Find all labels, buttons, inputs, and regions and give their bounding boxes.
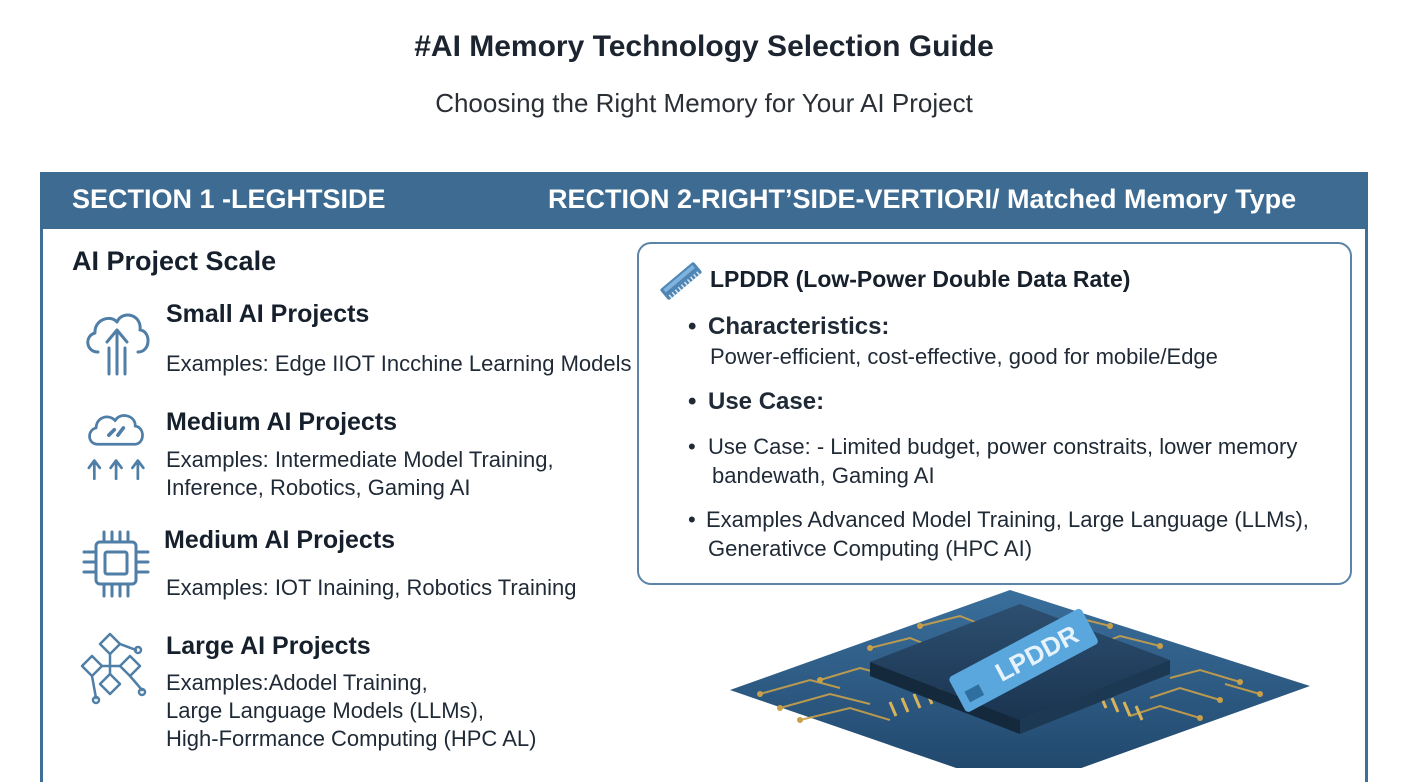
project-examples: Examples: Edge IIOT Incchine Learning Mo…	[166, 351, 632, 376]
project-name: Large AI Projects	[166, 632, 371, 660]
project-examples-line-2: Large Language Models (LLMs),	[166, 698, 484, 723]
bullet-dot: •	[688, 313, 697, 340]
project-item-medium: Medium AI Projects Examples: Intermediat…	[80, 408, 620, 500]
project-item-medium-2: Medium AI Projects Examples: IOT Inainin…	[80, 526, 620, 606]
section-header-bar	[40, 172, 1368, 229]
characteristics-text: Power-efficient, cost-effective, good fo…	[710, 344, 1218, 369]
use-case-label-text: Use Case:	[708, 388, 825, 415]
examples-line-1: Examples Advanced Model Training, Large …	[706, 507, 1309, 532]
bullet-dot: •	[688, 507, 696, 532]
cloud-upload-icon	[86, 313, 150, 376]
characteristics-label: • Characteristics:	[688, 312, 889, 341]
use-case-line-2: bandewath, Gaming AI	[712, 463, 935, 488]
project-examples-line-3: High-Forrmance Computing (HPC AL)	[166, 726, 537, 751]
project-item-small: Small AI Projects Examples: Edge IIOT In…	[80, 300, 632, 380]
examples-detail: • Examples Advanced Model Training, Large…	[688, 505, 1309, 534]
page-subtitle: Choosing the Right Memory for Your AI Pr…	[435, 88, 973, 118]
bullet-dot: •	[688, 388, 697, 415]
memory-stick-icon	[660, 262, 702, 300]
project-name: Medium AI Projects	[164, 526, 396, 554]
network-nodes-icon	[80, 632, 147, 705]
use-case-line-1: Use Case: - Limited budget, power constr…	[708, 434, 1298, 459]
project-scale-heading: AI Project Scale	[72, 246, 277, 276]
lpddr-chip-illustration: LPDDR	[730, 590, 1310, 768]
project-examples-line-1: Examples:Adodel Training,	[166, 670, 428, 695]
project-examples-line-1: Examples: Intermediate Model Training,	[166, 447, 554, 472]
section-2-label: RECTION 2-RIGHT’SIDE-VERTIORI/ Matched M…	[548, 184, 1297, 214]
processor-chip-icon	[82, 530, 150, 598]
project-name: Small AI Projects	[166, 300, 370, 328]
bullet-dot: •	[688, 434, 696, 459]
project-examples: Examples: IOT Inaining, Robotics Trainin…	[166, 575, 577, 600]
memory-type-card	[637, 242, 1352, 585]
use-case-detail: • Use Case: - Limited budget, power const…	[688, 432, 1297, 461]
guide-panel	[40, 172, 1368, 782]
page-title: #AI Memory Technology Selection Guide	[414, 30, 994, 63]
project-name: Medium AI Projects	[166, 408, 398, 436]
section-1-label: SECTION 1 -LEGHTSIDE	[72, 184, 386, 214]
use-case-label: • Use Case:	[688, 387, 824, 416]
characteristics-label-text: Characteristics:	[708, 313, 890, 340]
project-item-large: Large AI Projects Examples:Adodel Traini…	[80, 630, 620, 760]
project-examples-line-2: Inference, Robotics, Gaming AI	[166, 475, 471, 500]
examples-line-2: Generativce Computing (HPC AI)	[708, 536, 1033, 561]
cloud-network-icon	[87, 414, 145, 481]
memory-card-title: LPDDR (Low-Power Double Data Rate)	[710, 266, 1131, 292]
